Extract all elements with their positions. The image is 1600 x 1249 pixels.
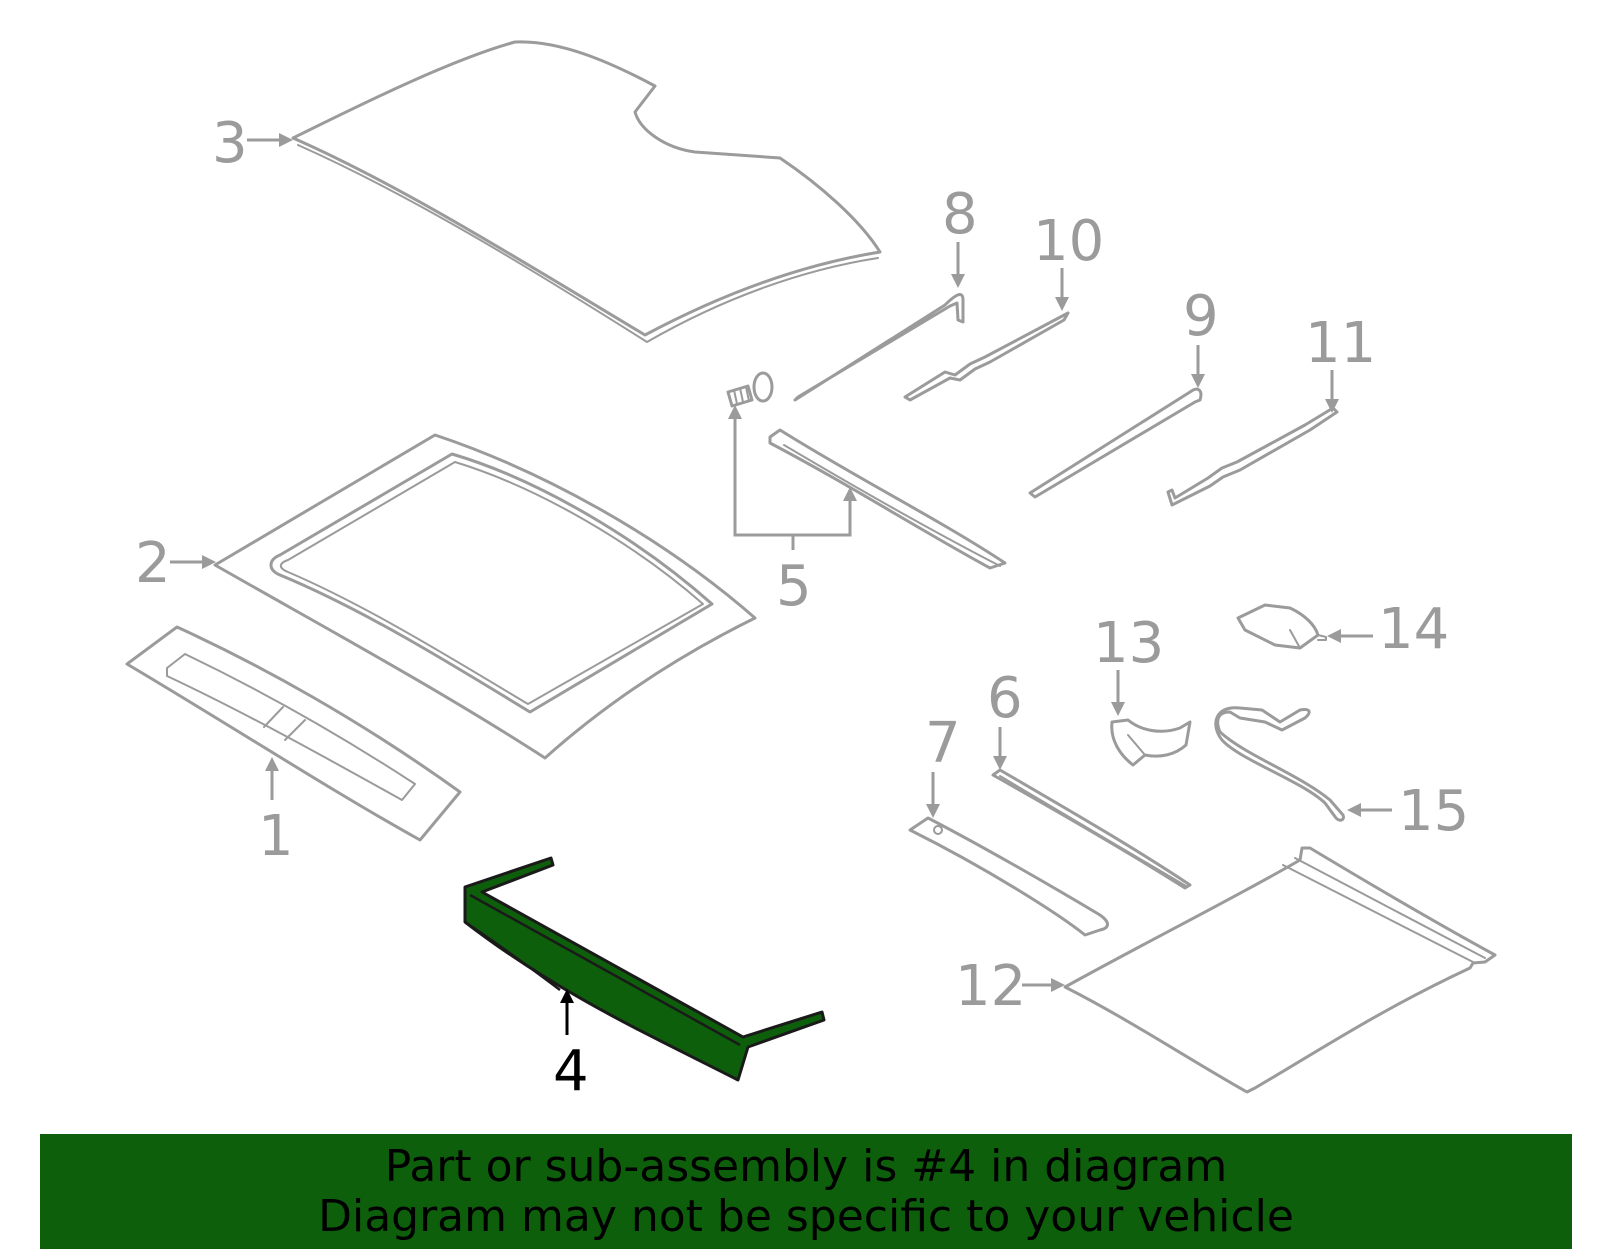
callout-10-label: 10 (1033, 209, 1104, 274)
callout-4[interactable]: 4 (553, 989, 589, 1104)
callout-1-label: 1 (258, 804, 294, 869)
callout-14-label: 14 (1378, 597, 1449, 662)
part-6-seal (991, 768, 1192, 890)
callout-11-label: 11 (1305, 311, 1376, 376)
callout-8-label: 8 (942, 182, 978, 247)
callout-3: 3 (212, 111, 293, 176)
callout-9-label: 9 (1183, 284, 1219, 349)
callout-5: 5 (728, 405, 857, 619)
part-8-seal (793, 293, 965, 402)
part-5-side-rail (768, 428, 1007, 570)
part-13-clip (1110, 718, 1192, 767)
callout-11: 11 (1305, 311, 1376, 413)
part-3-roof-panel (291, 40, 882, 343)
banner-line-1: Part or sub-assembly is #4 in diagram (384, 1140, 1228, 1192)
callout-8: 8 (942, 182, 978, 288)
callout-3-label: 3 (212, 111, 248, 176)
callout-2: 2 (135, 531, 216, 596)
info-banner: Part or sub-assembly is #4 in diagram Di… (40, 1134, 1572, 1249)
callout-2-label: 2 (135, 531, 171, 596)
callout-9: 9 (1183, 284, 1219, 388)
callout-5-label: 5 (776, 554, 812, 619)
part-9-seal (1028, 387, 1203, 499)
part-11-bracket (1166, 406, 1339, 507)
part-14-motor-bracket (1236, 603, 1327, 650)
part-2-roof-frame (213, 433, 757, 760)
banner-line-2: Diagram may not be specific to your vehi… (318, 1190, 1294, 1242)
part-4-rear-rail-highlighted (463, 856, 826, 1082)
callout-15-label: 15 (1398, 779, 1469, 844)
part-12-sunshade (1063, 846, 1497, 1094)
callout-13: 13 (1093, 611, 1164, 716)
callout-15: 15 (1347, 779, 1469, 844)
callout-6-label: 6 (987, 666, 1023, 731)
callout-10: 10 (1033, 209, 1104, 311)
callout-12-label: 12 (955, 954, 1026, 1019)
callout-12: 12 (955, 954, 1065, 1019)
callout-1: 1 (258, 757, 294, 869)
part-10-bracket (903, 311, 1070, 402)
part-15-cable (1214, 706, 1345, 822)
callout-14: 14 (1327, 597, 1449, 662)
part-7-deflector (908, 816, 1109, 937)
part-1-header-panel (125, 625, 462, 842)
callout-7-label: 7 (925, 711, 961, 776)
callout-13-label: 13 (1093, 611, 1164, 676)
part-5-bolt (726, 371, 774, 408)
callout-7: 7 (925, 711, 961, 818)
callout-4-label: 4 (553, 1039, 589, 1104)
callout-6: 6 (987, 666, 1023, 770)
